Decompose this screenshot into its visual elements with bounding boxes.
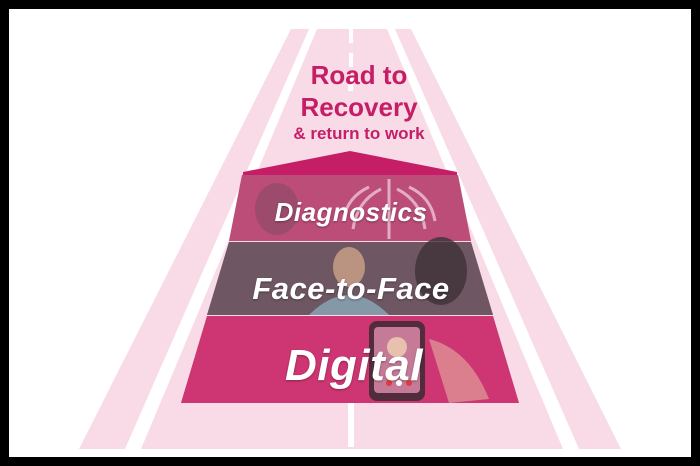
diagram-frame: Road to Recovery & return to work Diagno…	[9, 9, 691, 457]
arrow-head	[243, 151, 457, 172]
road-illustration	[79, 29, 621, 449]
arrow-base	[243, 172, 457, 175]
right-lane-line	[387, 29, 579, 449]
heading-line-2: Recovery	[300, 92, 418, 122]
tier-face-to-face	[207, 237, 493, 315]
tier-label-digital: Digital	[285, 341, 423, 390]
heading-subtitle: & return to work	[293, 124, 425, 143]
tier-label-diagnostics: Diagnostics	[274, 197, 428, 227]
heading-line-1: Road to	[310, 60, 408, 90]
tier-diagnostics	[229, 175, 471, 241]
tier-digital	[181, 316, 519, 403]
left-lane-line	[125, 29, 317, 449]
tier-label-face-to-face: Face-to-Face	[252, 271, 450, 306]
center-dash-line	[348, 29, 354, 447]
